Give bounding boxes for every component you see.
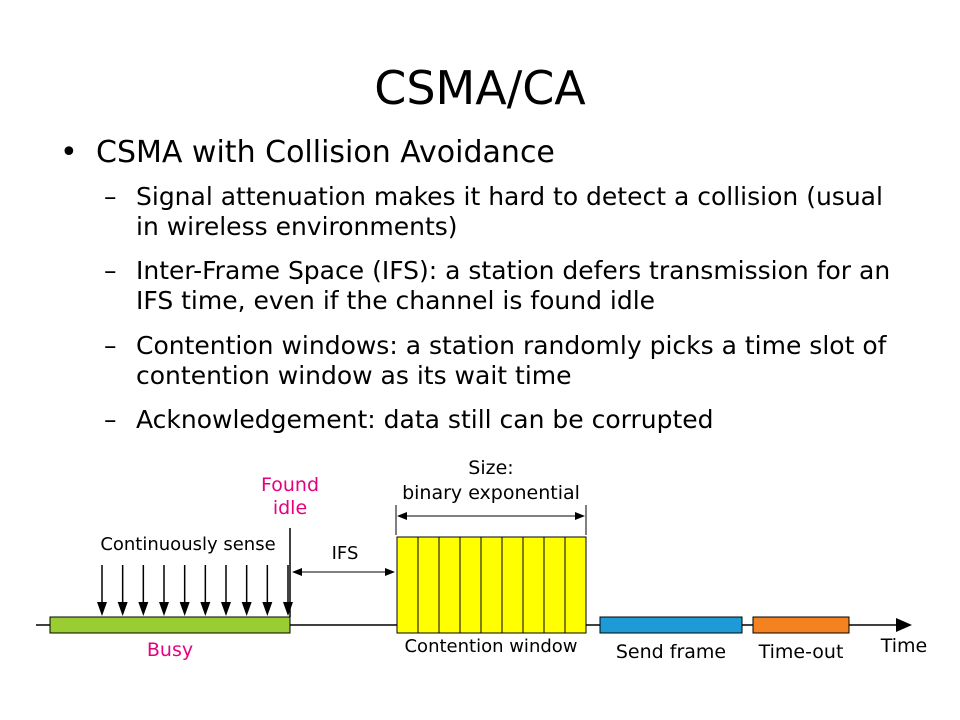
contention-slot	[417, 536, 440, 634]
sub-bullet-dash: –	[104, 182, 117, 211]
contention-window	[396, 536, 587, 634]
send-frame-label: Send frame	[616, 641, 726, 663]
time-out-label: Time-out	[758, 641, 844, 663]
ifs-label: IFS	[332, 543, 359, 564]
sense-arrows	[97, 565, 293, 616]
ifs-arrow-right-head	[385, 568, 395, 576]
sense-arrowhead	[241, 602, 252, 616]
sense-arrowhead	[200, 602, 211, 616]
sub-bullet-dash: –	[104, 331, 117, 360]
found-idle-label: Found	[261, 474, 319, 496]
sense-arrowhead	[117, 602, 128, 616]
contention-slot	[543, 536, 566, 634]
time-label: Time	[880, 635, 928, 657]
found-idle-label: idle	[273, 497, 307, 519]
sub-bullet-text: Inter-Frame Space (IFS): a station defer…	[136, 256, 891, 315]
time-out-bar	[752, 616, 850, 634]
sub-bullet-text: Contention windows: a station randomly p…	[136, 331, 887, 390]
time-axis-arrowhead	[896, 618, 912, 632]
sense-arrowhead	[221, 602, 231, 616]
busy-bar	[49, 616, 291, 634]
size-label: Size:	[468, 457, 513, 479]
sub-bullet-text: Signal attenuation makes it hard to dete…	[136, 182, 883, 241]
contention-slot	[396, 536, 419, 634]
sense-arrowhead	[262, 602, 273, 616]
sense-arrowhead	[138, 602, 149, 616]
main-bullet-text: CSMA with Collision Avoidance	[96, 135, 555, 170]
sense-arrowhead	[179, 602, 190, 616]
sense-arrowhead	[159, 602, 169, 616]
send-frame-bar	[599, 616, 743, 634]
contention-slot	[501, 536, 524, 634]
bullet-dot: •	[60, 135, 78, 170]
busy-label: Busy	[147, 639, 193, 661]
sub-bullet-text: Acknowledgement: data still can be corru…	[136, 405, 714, 434]
contention-window-label: Contention window	[404, 636, 577, 657]
contention-slot	[480, 536, 503, 634]
size-label: binary exponential	[402, 482, 580, 504]
slide-title: CSMA/CA	[374, 61, 586, 115]
sub-bullet-dash: –	[104, 405, 117, 434]
contention-slot	[459, 536, 482, 634]
contention-slot	[522, 536, 545, 634]
size-arrow-right-head	[575, 512, 585, 520]
sense-arrowhead	[97, 602, 107, 616]
sub-bullet-dash: –	[104, 256, 117, 285]
ifs-arrow-left-head	[292, 568, 302, 576]
continuously-sense-label: Continuously sense	[100, 534, 275, 555]
contention-slot	[564, 536, 587, 634]
size-arrow-left-head	[397, 512, 407, 520]
contention-slot	[438, 536, 461, 634]
sense-arrowhead	[283, 602, 293, 616]
